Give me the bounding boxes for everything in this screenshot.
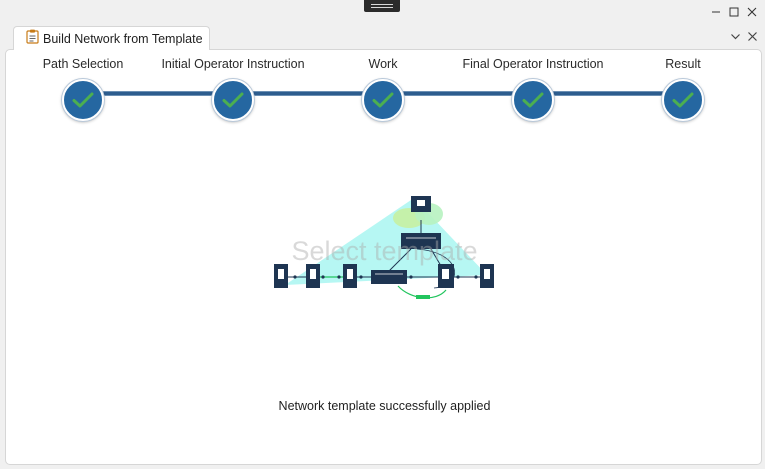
step-complete-indicator xyxy=(212,79,254,121)
status-message: Network template successfully applied xyxy=(278,399,491,413)
main-panel: Path Selection Initial Operator Instruct… xyxy=(5,49,762,465)
step-path-selection[interactable]: Path Selection xyxy=(3,50,163,121)
maximize-icon[interactable] xyxy=(727,5,741,19)
window-controls xyxy=(709,5,759,19)
step-result[interactable]: Result xyxy=(603,50,763,121)
step-label: Work xyxy=(368,57,398,71)
node-icon xyxy=(417,200,425,206)
tab-build-network-from-template[interactable]: Build Network from Template xyxy=(13,26,210,50)
step-work[interactable]: Work xyxy=(303,50,463,121)
step-label: Path Selection xyxy=(42,57,124,71)
step-initial-operator-instruction[interactable]: Initial Operator Instruction xyxy=(153,50,313,121)
node-icon xyxy=(347,269,353,279)
checkmark-icon xyxy=(672,92,694,108)
step-final-operator-instruction[interactable]: Final Operator Instruction xyxy=(453,50,613,121)
close-icon[interactable] xyxy=(745,5,759,19)
checkmark-icon xyxy=(222,92,244,108)
network-node[interactable] xyxy=(371,270,407,284)
chevron-down-icon[interactable] xyxy=(728,29,742,43)
step-label: Initial Operator Instruction xyxy=(161,57,305,71)
step-label: Final Operator Instruction xyxy=(462,57,604,71)
node-icon xyxy=(442,269,449,279)
close-view-icon[interactable] xyxy=(745,29,759,43)
step-label: Result xyxy=(665,57,701,71)
step-complete-indicator xyxy=(512,79,554,121)
node-icon xyxy=(310,269,316,279)
link-label xyxy=(416,295,430,299)
checkmark-icon xyxy=(372,92,394,108)
step-complete-indicator xyxy=(62,79,104,121)
checkmark-icon xyxy=(522,92,544,108)
node-icon xyxy=(484,269,490,279)
network-node[interactable] xyxy=(401,233,441,249)
network-template-preview[interactable] xyxy=(261,190,511,315)
connection-points xyxy=(293,275,478,279)
step-complete-indicator xyxy=(362,79,404,121)
highlight-region xyxy=(285,198,487,285)
checkmark-icon xyxy=(72,92,94,108)
view-controls xyxy=(728,29,759,43)
tab-label: Build Network from Template xyxy=(43,31,203,46)
minimize-icon[interactable] xyxy=(709,5,723,19)
step-complete-indicator xyxy=(662,79,704,121)
wizard-stepper: Path Selection Initial Operator Instruct… xyxy=(6,50,763,130)
window-drag-handle[interactable] xyxy=(364,0,400,12)
clipboard-icon xyxy=(26,29,39,49)
node-icon xyxy=(278,269,284,279)
